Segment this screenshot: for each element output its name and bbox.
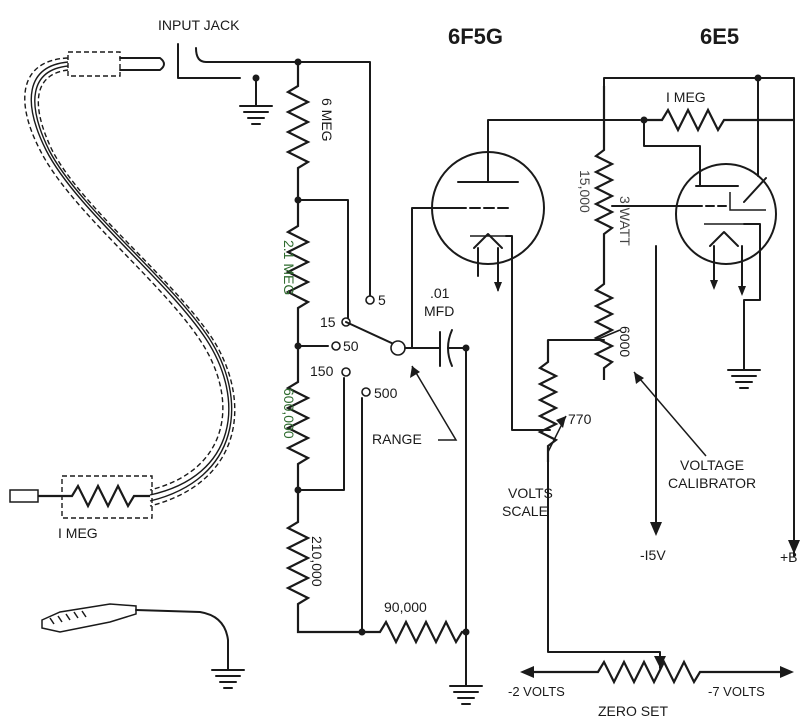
switch-label-500: 500	[374, 385, 398, 401]
arrow-minus-2v	[520, 666, 534, 678]
range-pointer	[411, 365, 458, 441]
resistor-6000-label: 6000	[617, 326, 633, 357]
input-jack-label: INPUT JACK	[158, 17, 240, 33]
zero-set-wiper	[654, 656, 666, 668]
resistor-2-1meg-label: 2.1 MEG	[281, 240, 297, 295]
cable-shield-outer	[24, 57, 224, 491]
tube-6f5g-grid-lead	[411, 207, 457, 349]
tube-6e5-envelope	[675, 163, 777, 265]
tube-6e5-label: 6E5	[700, 24, 739, 49]
switch-pivot	[390, 340, 406, 356]
switch-contact-500	[361, 387, 371, 397]
tube-6e5-filament	[709, 231, 739, 247]
clip-lead	[135, 609, 229, 671]
resistor-6meg-label: 6 MEG	[319, 98, 335, 142]
switch-label-15: 15	[320, 314, 336, 330]
resistor-600000	[285, 346, 311, 490]
clip-teeth	[49, 610, 87, 625]
resistor-2-1meg	[285, 200, 311, 346]
resistor-zero-set	[528, 659, 786, 685]
tube-6f5g-heater-leads	[477, 247, 499, 277]
arrow-minus-7v	[780, 666, 794, 678]
tube-6e5-ray-electrode	[729, 192, 766, 211]
probe-plug-top	[67, 51, 121, 77]
voltage-label: VOLTAGE	[680, 457, 744, 473]
zero-set-label: ZERO SET	[598, 703, 668, 719]
switch-contact-5	[365, 295, 375, 305]
resistor-3watt-label: 3 WATT	[617, 196, 633, 246]
input-jack-frame	[177, 43, 241, 79]
calibrator-label: CALIBRATOR	[668, 475, 756, 491]
arrow-b-plus	[788, 540, 800, 554]
ground-symbol-clip	[211, 669, 245, 689]
switch-arm	[345, 321, 399, 347]
resistor-90000	[362, 619, 466, 645]
ground-symbol-6e5	[727, 369, 761, 389]
tube-6f5g	[411, 119, 641, 431]
arrow-heater	[494, 282, 502, 292]
6e5-cathode-ground	[743, 223, 761, 371]
switch-label-5: 5	[378, 292, 386, 308]
range-5-wire	[297, 61, 371, 297]
probe-plug-tip	[119, 57, 165, 71]
input-jack-spring	[195, 47, 215, 63]
calibrator-pointer	[633, 371, 707, 457]
alligator-clip	[41, 603, 137, 633]
range-150-wire	[297, 377, 345, 491]
switch-label-150: 150	[310, 363, 334, 379]
b-plus-bus	[603, 77, 795, 557]
cap-value-label: .01	[430, 285, 450, 301]
resistor-90000-label: 90,000	[384, 599, 427, 615]
cathode-to-770	[505, 235, 541, 431]
calibrator-wiper	[595, 329, 621, 341]
resistor-770-label: 770	[568, 411, 592, 427]
b-plus-label: +B	[780, 549, 798, 565]
resistor-770	[537, 340, 559, 462]
volts-scale-to-zero-set	[547, 461, 661, 669]
minus-7v-label: -7 VOLTS	[708, 684, 765, 699]
tube-6f5g-label: 6F5G	[448, 24, 503, 49]
resistor-6000	[593, 270, 615, 380]
switch-contact-150	[341, 367, 351, 377]
resistor-15000	[593, 86, 615, 270]
range-15-wire	[297, 199, 349, 319]
ground-symbol-input	[239, 105, 273, 125]
range-label: RANGE	[372, 431, 422, 447]
cable-shield-inner	[37, 69, 236, 507]
probe-resistor-1meg	[38, 483, 150, 509]
ground-symbol-bottom	[449, 685, 483, 705]
probe-tip	[9, 489, 39, 503]
volts-label: VOLTS	[508, 485, 553, 501]
resistor-210000-label: 210,000	[309, 536, 325, 587]
6e5-ray-plate-lead	[643, 119, 701, 187]
probe-resistor-label: I MEG	[58, 525, 98, 541]
tube-6e5-target	[743, 177, 767, 203]
resistor-6meg	[285, 62, 311, 200]
resistor-1meg-top-label: I MEG	[666, 89, 706, 105]
cap-unit-label: MFD	[424, 303, 454, 319]
probe-assembly: I MEG	[9, 51, 245, 689]
resistor-600000-label: 600,000	[281, 388, 297, 439]
tube-6f5g-plate-lead	[487, 119, 641, 183]
resistor-1meg-top	[644, 107, 794, 133]
cable-core-a	[30, 61, 230, 496]
range-switch: 5 15 50 150 500 RANGE	[310, 292, 458, 447]
resistor-15000-label: 15,000	[577, 170, 593, 213]
cable-core-b	[34, 65, 233, 502]
tube-6e5	[675, 163, 777, 296]
tube-6e5-heater-leads	[713, 245, 743, 287]
arrow-minus-15v	[650, 522, 662, 536]
scale-label: SCALE	[502, 503, 548, 519]
tube-6f5g-filament	[473, 233, 503, 249]
minus-2v-label: -2 VOLTS	[508, 684, 565, 699]
resistor-210000	[285, 490, 362, 634]
minus-15v-label: -I5V	[640, 547, 666, 563]
switch-contact-50	[331, 341, 341, 351]
switch-label-50: 50	[343, 338, 359, 354]
